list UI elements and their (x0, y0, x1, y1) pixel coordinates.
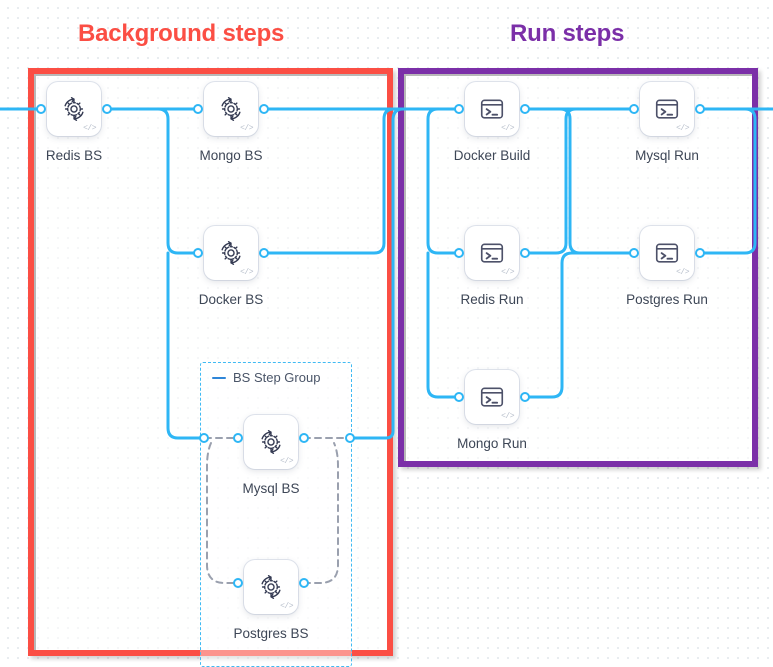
code-badge-icon: </> (501, 268, 514, 277)
code-badge-icon: </> (501, 124, 514, 133)
gear-sync-icon (261, 574, 281, 600)
port-out-mongo-bs[interactable] (259, 104, 269, 114)
node-redis-run[interactable]: </> (465, 226, 519, 280)
gear-sync-icon (221, 240, 241, 266)
port-in-docker-build[interactable] (454, 104, 464, 114)
node-label-mysql-bs: Mysql BS (242, 481, 300, 496)
port-in-redis-bs[interactable] (36, 104, 46, 114)
code-badge-icon: </> (240, 124, 253, 133)
port-out-docker-bs[interactable] (259, 248, 269, 258)
group-title-background-steps: Background steps (78, 20, 285, 47)
node-label-mysql-run: Mysql Run (635, 148, 699, 163)
terminal-icon (655, 243, 679, 263)
node-mysql-bs[interactable]: </> (244, 415, 298, 469)
collapse-minus-icon[interactable] (212, 376, 226, 379)
gear-sync-icon (261, 429, 281, 455)
port-in-postgres-bs[interactable] (233, 578, 243, 588)
port-group-out[interactable] (345, 433, 355, 443)
node-mongo-bs[interactable]: </> (204, 82, 258, 136)
code-badge-icon: </> (280, 602, 293, 611)
node-postgres-bs[interactable]: </> (244, 560, 298, 614)
port-out-redis-bs[interactable] (102, 104, 112, 114)
node-label-docker-bs: Docker BS (198, 292, 264, 307)
node-label-mongo-run: Mongo Run (457, 436, 527, 451)
code-badge-icon: </> (501, 412, 514, 421)
port-out-postgres-run[interactable] (695, 248, 705, 258)
node-mysql-run[interactable]: </> (640, 82, 694, 136)
node-label-redis-bs: Redis BS (45, 148, 103, 163)
port-in-mysql-bs[interactable] (233, 433, 243, 443)
port-out-mysql-bs[interactable] (299, 433, 309, 443)
node-redis-bs[interactable]: </> (47, 82, 101, 136)
port-out-docker-build[interactable] (520, 104, 530, 114)
port-in-redis-run[interactable] (454, 248, 464, 258)
node-docker-build[interactable]: </> (465, 82, 519, 136)
terminal-icon (655, 99, 679, 119)
node-label-docker-build: Docker Build (453, 148, 531, 163)
terminal-icon (480, 387, 504, 407)
node-label-postgres-run: Postgres Run (626, 292, 708, 307)
node-label-redis-run: Redis Run (460, 292, 524, 307)
port-in-mongo-bs[interactable] (193, 104, 203, 114)
node-mongo-run[interactable]: </> (465, 370, 519, 424)
code-badge-icon: </> (280, 457, 293, 466)
group-title-run-steps: Run steps (510, 20, 625, 47)
node-postgres-run[interactable]: </> (640, 226, 694, 280)
port-in-mysql-run[interactable] (629, 104, 639, 114)
port-out-mongo-run[interactable] (520, 392, 530, 402)
node-label-postgres-bs: Postgres BS (233, 626, 309, 641)
code-badge-icon: </> (83, 124, 96, 133)
bs-step-group-label: BS Step Group (233, 370, 321, 385)
port-out-redis-run[interactable] (520, 248, 530, 258)
node-docker-bs[interactable]: </> (204, 226, 258, 280)
port-group-in[interactable] (199, 433, 209, 443)
port-out-postgres-bs[interactable] (299, 578, 309, 588)
port-in-postgres-run[interactable] (629, 248, 639, 258)
group-box-run-steps[interactable] (398, 68, 758, 467)
node-label-mongo-bs: Mongo BS (199, 148, 263, 163)
port-in-docker-bs[interactable] (193, 248, 203, 258)
code-badge-icon: </> (676, 124, 689, 133)
gear-sync-icon (64, 96, 84, 122)
port-in-mongo-run[interactable] (454, 392, 464, 402)
code-badge-icon: </> (676, 268, 689, 277)
code-badge-icon: </> (240, 268, 253, 277)
terminal-icon (480, 99, 504, 119)
terminal-icon (480, 243, 504, 263)
gear-sync-icon (221, 96, 241, 122)
bs-step-group-container[interactable] (200, 362, 352, 667)
bs-step-group-header[interactable]: BS Step Group (212, 370, 320, 385)
port-out-mysql-run[interactable] (695, 104, 705, 114)
